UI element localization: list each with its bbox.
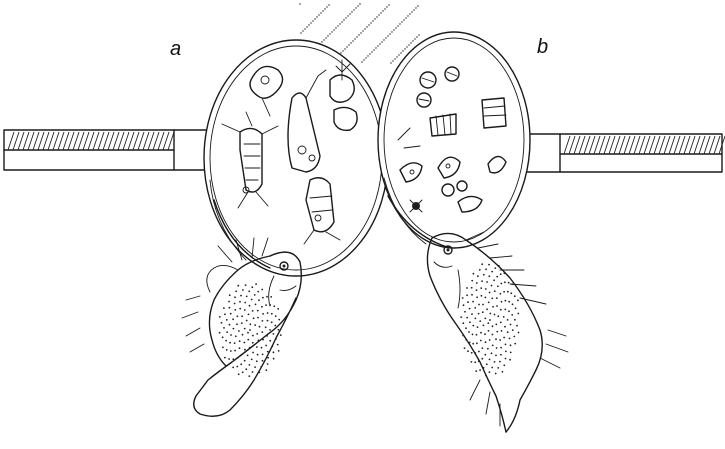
panel-label-b: b	[537, 36, 548, 59]
right-lens-icon	[378, 32, 530, 248]
left-handle-icon	[4, 130, 214, 170]
right-fish-icon	[427, 232, 568, 432]
left-fish-icon	[182, 238, 301, 416]
right-handle-icon	[516, 134, 725, 172]
left-lens-icon	[204, 40, 388, 276]
panel-label-a: a	[170, 38, 181, 61]
